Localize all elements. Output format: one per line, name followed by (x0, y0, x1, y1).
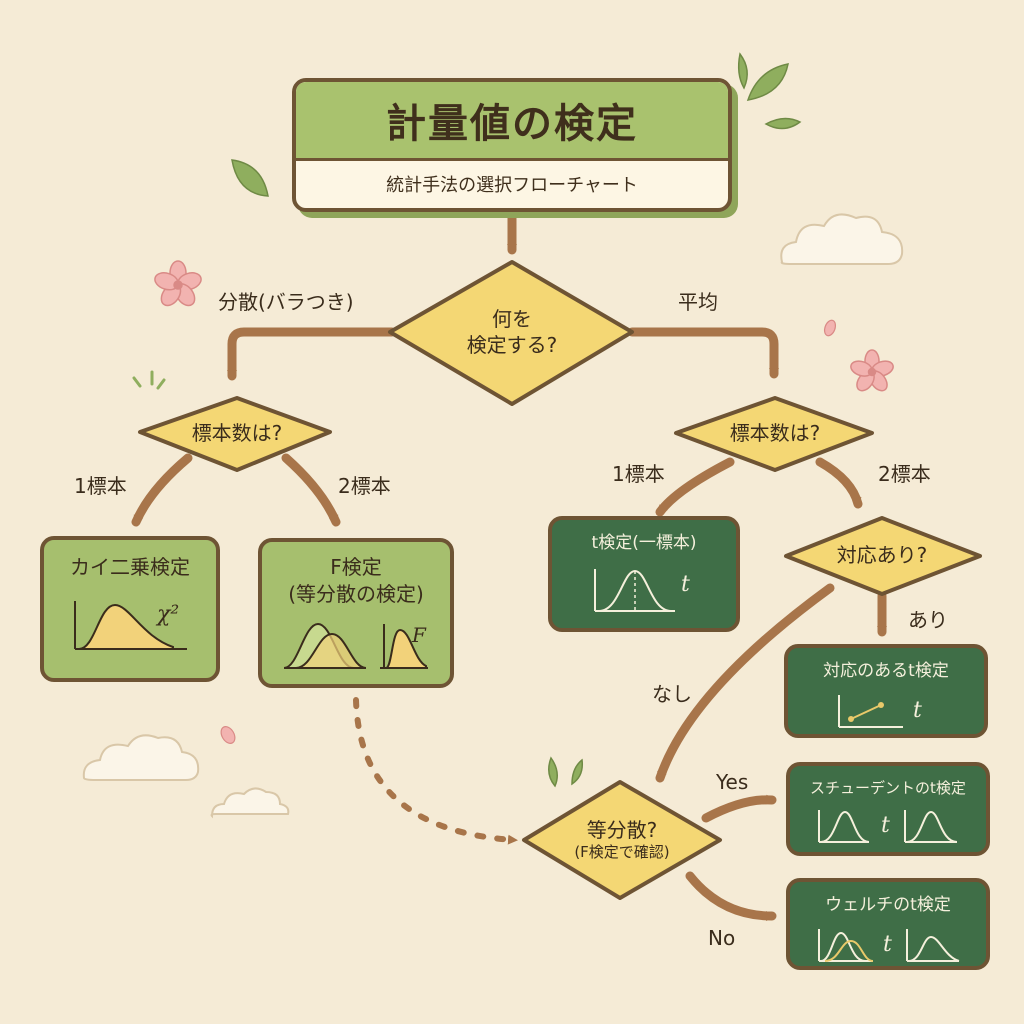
t-welch-title: ウェルチのt検定 (825, 895, 951, 915)
t-student-title: スチューデントのt検定 (810, 779, 966, 797)
sakura-petal-icon (220, 319, 837, 744)
two-normal-distributions-icon: t (818, 810, 958, 844)
decision-right-text: 標本数は? (729, 421, 821, 445)
f-test-title-line1: F検定 (330, 555, 382, 579)
f-test-title: F検定 (等分散の検定) (288, 554, 424, 608)
edge-label-left-one: 1標本 (74, 474, 127, 498)
skewed-distribution-icon: χ² (74, 601, 187, 650)
t-one-symbol: t (681, 572, 690, 597)
arrow-right-two (815, 457, 863, 509)
f-distribution-icon: F (283, 622, 428, 669)
f-test-title-line2: (等分散の検定) (288, 582, 424, 606)
cloud-icon (82, 734, 200, 781)
result-t-student: スチューデントのt検定 t (786, 762, 990, 856)
sakura-icon (850, 349, 894, 392)
t-one-title: t検定(一標本) (591, 533, 697, 553)
decision-paired-text: 対応あり? (836, 543, 928, 567)
result-t-paired: 対応のあるt検定 t (784, 644, 988, 738)
t-paired-title: 対応のあるt検定 (823, 661, 949, 681)
arrow-left-one (131, 453, 193, 527)
decision-root-text: 何を 検定する? (430, 292, 594, 372)
decision-root-line1: 何を (492, 307, 532, 331)
t-welch-symbol: t (883, 932, 892, 957)
decision-equal-variance-text: 等分散? (F検定で確認) (540, 808, 704, 872)
edge-label-left-two: 2標本 (338, 474, 391, 498)
arrow-equal-yes (701, 794, 777, 823)
chi-square-symbol: χ² (155, 602, 179, 627)
sakura-icon (154, 260, 202, 307)
result-f-test: F検定 (等分散の検定) F (258, 538, 454, 688)
edge-label-variance: 分散(バラつき) (218, 290, 354, 314)
decision-right-sample-count (674, 396, 874, 472)
arrow-ftest-to-equal (353, 697, 518, 845)
sparkle-icon (132, 370, 166, 390)
cloud-icon (780, 213, 904, 265)
decision-left-text: 標本数は? (191, 421, 283, 445)
edge-label-right-one: 1標本 (612, 462, 665, 486)
page-subtitle: 統計手法の選択フローチャート (386, 175, 638, 196)
decision-equal-line1: 等分散? (586, 818, 658, 843)
arrow-root-to-right (627, 327, 779, 379)
arrow-root-to-left (227, 327, 397, 381)
arrow-equal-no (685, 871, 777, 921)
edge-label-no: No (708, 926, 736, 950)
edge-label-yes: Yes (716, 770, 749, 794)
result-t-one-sample: t検定(一標本) t (548, 516, 740, 632)
decision-paired (784, 516, 982, 596)
edge-label-paired-no: なし (652, 682, 692, 706)
chi-square-title: カイ二乗検定 (70, 555, 190, 579)
decision-root (388, 260, 634, 406)
arrow-paired-no (655, 583, 835, 783)
arrow-right-one (655, 457, 735, 517)
edge-label-paired-yes: あり (908, 608, 948, 632)
decision-left-sample-count (138, 396, 332, 472)
edge-label-mean: 平均 (678, 290, 718, 314)
t-student-symbol: t (881, 813, 890, 838)
f-symbol: F (411, 623, 427, 647)
decision-equal-line2: (F検定で確認) (574, 843, 670, 862)
edge-label-right-two: 2標本 (878, 462, 931, 486)
paired-points-icon: t (838, 694, 922, 728)
decision-root-line2: 検定する? (466, 333, 558, 357)
welch-distributions-icon: t (818, 928, 960, 962)
leaf-icon (231, 52, 802, 788)
t-paired-symbol: t (913, 698, 922, 723)
decision-equal-variance (522, 780, 722, 900)
page-title: 計量値の検定 (386, 101, 638, 147)
result-t-welch: ウェルチのt検定 t (786, 878, 990, 970)
arrow-left-two (281, 453, 341, 527)
title-card: 計量値の検定 統計手法の選択フローチャート (292, 78, 732, 212)
result-chi-square: カイ二乗検定 χ² (40, 536, 220, 682)
normal-distribution-icon: t (594, 568, 690, 612)
cloud-icon (210, 787, 290, 819)
